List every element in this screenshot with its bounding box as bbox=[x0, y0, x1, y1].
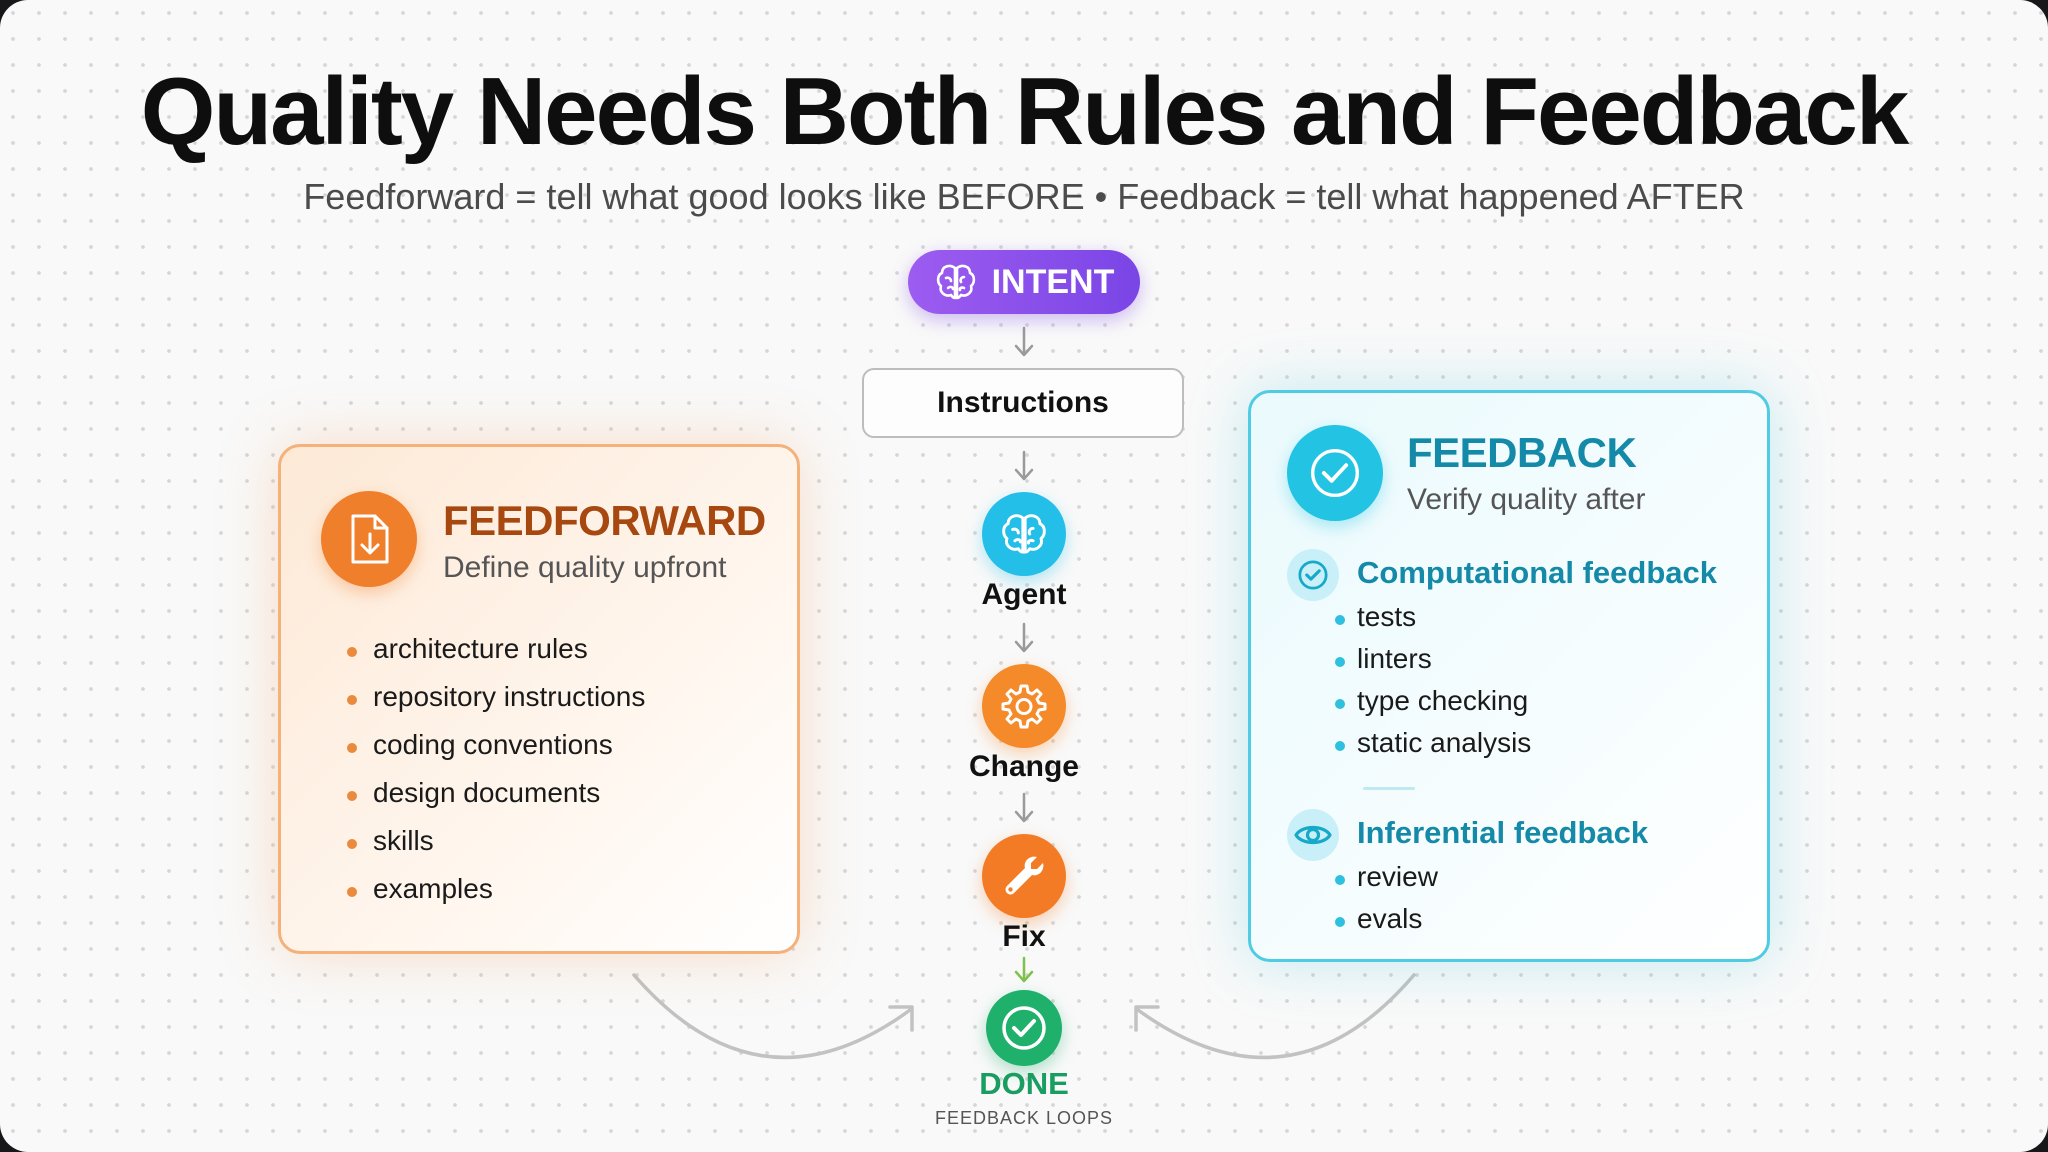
bullet-dot bbox=[1335, 615, 1345, 625]
check-circle-icon bbox=[1002, 1006, 1046, 1050]
page-title: Quality Needs Both Rules and Feedback bbox=[140, 58, 1909, 165]
bullet-dot bbox=[347, 839, 357, 849]
computational-item: static analysis bbox=[1357, 727, 1532, 758]
fix-node bbox=[982, 834, 1066, 918]
inferential-icon-circle bbox=[1287, 809, 1339, 861]
brain-icon bbox=[1002, 514, 1046, 554]
check-circle-icon bbox=[1311, 449, 1359, 497]
bullet-dot bbox=[1335, 657, 1345, 667]
page-subtitle: Feedforward = tell what good looks like … bbox=[303, 176, 1745, 217]
change-label: Change bbox=[968, 750, 1079, 783]
inferential-title: Inferential feedback bbox=[1357, 815, 1649, 850]
fix-label: Fix bbox=[1002, 920, 1046, 953]
loop-arrow-right bbox=[1136, 973, 1416, 1060]
feedback-subtitle: Verify quality after bbox=[1407, 483, 1646, 516]
feedforward-title: FEEDFORWARD bbox=[443, 497, 766, 544]
feedforward-icon-circle bbox=[321, 491, 417, 587]
computational-item: type checking bbox=[1357, 685, 1529, 716]
bullet-dot bbox=[1335, 875, 1345, 885]
check-circle-icon bbox=[1298, 560, 1328, 590]
feedforward-item: examples bbox=[373, 873, 493, 904]
computational-item: linters bbox=[1357, 643, 1432, 674]
arrow-change-to-fix bbox=[1014, 792, 1034, 823]
computational-item: tests bbox=[1357, 601, 1417, 632]
eye-icon bbox=[1294, 825, 1332, 845]
instructions-box: Instructions bbox=[862, 368, 1184, 438]
feedback-card: FEEDBACK Verify quality after Computatio… bbox=[1248, 390, 1770, 962]
feedforward-item: design documents bbox=[373, 777, 601, 808]
bullet-dot bbox=[347, 791, 357, 801]
agent-label: Agent bbox=[981, 578, 1067, 611]
intent-label: INTENT bbox=[991, 262, 1115, 301]
bullet-dot bbox=[1335, 741, 1345, 751]
gear-icon bbox=[1001, 684, 1047, 729]
arrow-instructions-to-agent bbox=[1014, 450, 1034, 481]
loop-arrowhead-right bbox=[1134, 1005, 1160, 1032]
wrench-icon bbox=[1005, 856, 1044, 895]
feedforward-item: skills bbox=[373, 825, 434, 856]
feedback-loops-label: FEEDBACK LOOPS bbox=[934, 1108, 1114, 1128]
done-label: DONE bbox=[979, 1066, 1069, 1101]
bullet-dot bbox=[347, 647, 357, 657]
section-divider bbox=[1363, 787, 1415, 790]
inferential-item: evals bbox=[1357, 903, 1423, 934]
agent-node bbox=[982, 492, 1066, 576]
feedforward-item: coding conventions bbox=[373, 729, 613, 760]
done-node bbox=[986, 990, 1062, 1066]
feedback-title: FEEDBACK bbox=[1407, 429, 1637, 476]
computational-icon-circle bbox=[1287, 549, 1339, 601]
feedback-icon-circle bbox=[1287, 425, 1383, 521]
feedforward-card: FEEDFORWARD Define quality upfront archi… bbox=[278, 444, 800, 954]
feedforward-item: architecture rules bbox=[373, 633, 588, 664]
arrow-fix-to-done bbox=[1014, 956, 1034, 983]
feedforward-subtitle: Define quality upfront bbox=[443, 551, 727, 584]
arrow-agent-to-change bbox=[1014, 622, 1034, 653]
loop-arrow-left bbox=[632, 973, 912, 1060]
change-node bbox=[982, 664, 1066, 748]
bullet-dot bbox=[1335, 917, 1345, 927]
feedforward-item: repository instructions bbox=[373, 681, 646, 712]
bullet-dot bbox=[1335, 699, 1345, 709]
arrow-intent-to-instructions bbox=[1014, 326, 1034, 357]
brain-icon bbox=[936, 264, 975, 300]
document-download-icon bbox=[351, 514, 389, 564]
inferential-item: review bbox=[1357, 861, 1438, 892]
loop-arrowhead-left bbox=[888, 1005, 914, 1032]
computational-title: Computational feedback bbox=[1357, 555, 1717, 590]
bullet-dot bbox=[347, 887, 357, 897]
bullet-dot bbox=[347, 743, 357, 753]
bullet-dot bbox=[347, 695, 357, 705]
intent-pill: INTENT bbox=[908, 250, 1140, 314]
